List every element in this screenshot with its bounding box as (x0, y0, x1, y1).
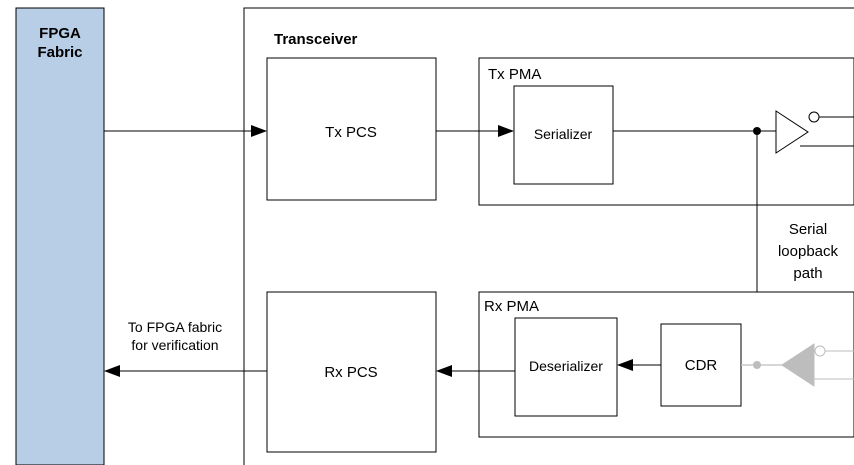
cdr-label: CDR (685, 357, 718, 374)
transceiver-title: Transceiver (274, 31, 358, 48)
fpga-fabric-label-line2: Fabric (37, 44, 82, 61)
transceiver-boundary (243, 7, 854, 465)
tx-driver-icon (775, 110, 809, 154)
deserializer-block (514, 317, 618, 417)
cdr-block (660, 323, 742, 407)
serializer-block (513, 85, 614, 185)
rx-junction-dot (753, 361, 761, 369)
rx-receiver-inverter-bubble (814, 345, 826, 357)
fpga-fabric-block (15, 7, 105, 465)
rx-pma-label: Rx PMA (484, 298, 539, 315)
loopback-label-line1: Serial (789, 221, 827, 238)
tx-pma-label: Tx PMA (488, 66, 541, 83)
serializer-label: Serializer (534, 126, 593, 142)
tx-pcs-label: Tx PCS (325, 124, 377, 141)
tx-pcs-block (266, 57, 437, 201)
tx-driver-inverter-bubble (808, 111, 820, 123)
rx-pcs-label: Rx PCS (324, 364, 377, 381)
verification-label-line2: for verification (131, 337, 218, 353)
loopback-label-line2: loopback (778, 243, 839, 260)
verification-label-line1: To FPGA fabric (128, 319, 222, 335)
fpga-fabric-label-line1: FPGA (39, 25, 81, 42)
loopback-label-line3: path (793, 265, 822, 282)
rx-pcs-block (266, 291, 437, 453)
deserializer-label: Deserializer (529, 358, 603, 374)
rx-receiver-icon (781, 343, 815, 387)
